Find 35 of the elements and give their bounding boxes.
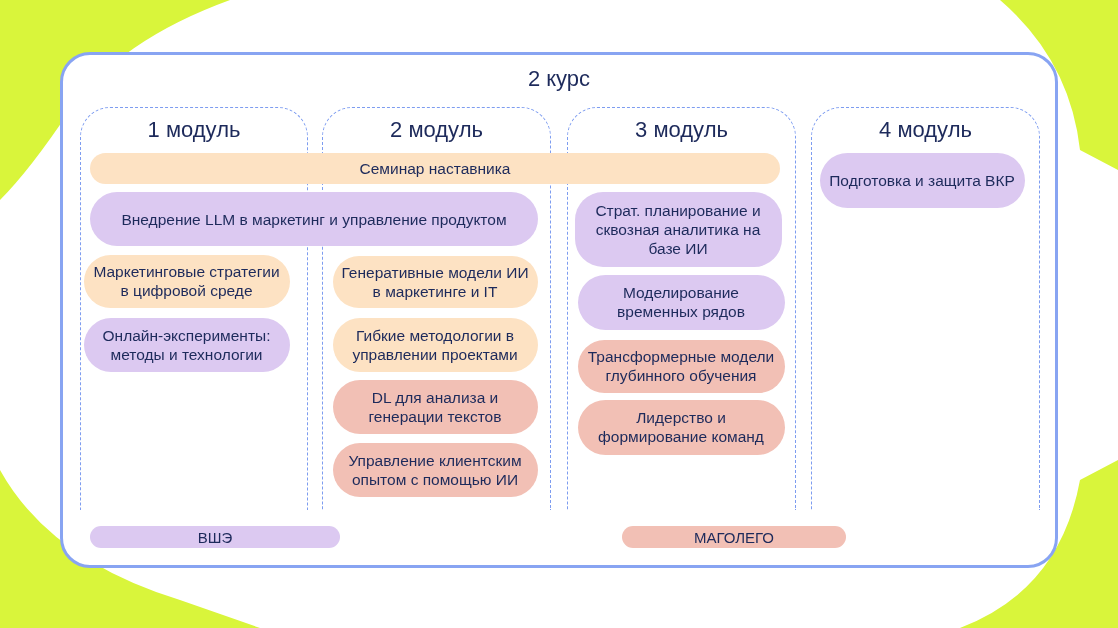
course-pill	[574, 191, 782, 267]
course-pill	[90, 192, 538, 246]
course-title: Гибкие методологии в управлении проектами	[351, 325, 519, 364]
course-pill	[577, 274, 785, 330]
module-heading: 2 модуль	[390, 117, 483, 142]
course-pill	[83, 254, 290, 308]
course-title: Управление клиентским опытом с помощью ИИ	[347, 450, 523, 489]
course-title: Семинар наставника	[359, 159, 511, 178]
course-heading: 2 курс	[527, 66, 591, 91]
course-title: Внедрение LLM в маркетинг и управление продуктом	[121, 209, 507, 229]
course-pill	[577, 399, 785, 455]
course-title: Трансформерные модели глубинного обучения	[586, 347, 776, 385]
course-pill	[332, 317, 538, 372]
course-pill	[332, 255, 538, 308]
course-title: Генеративные модели ИИ в маркетинге и IT	[340, 262, 530, 301]
module-heading: 1 модуль	[147, 117, 241, 142]
course-pill	[819, 152, 1025, 208]
course-pill	[332, 442, 538, 497]
course-frame	[60, 52, 1058, 568]
legend-label: МАГОЛЕГО	[693, 528, 775, 546]
course-title: Лидерство и формирование команд	[597, 408, 765, 446]
course-title: Подготовка и защита ВКР	[829, 170, 1015, 190]
course-title: Маркетинговые стратегии в цифровой среде	[92, 262, 281, 300]
course-pill	[90, 153, 780, 184]
course-pill	[83, 317, 290, 372]
course-title: Страт. планирование и сквозная аналитика на базе ИИ	[594, 200, 762, 258]
module-heading: 3 модуль	[635, 117, 728, 142]
module-column	[811, 107, 1040, 510]
course-pill	[577, 339, 785, 393]
course-pill	[332, 379, 538, 434]
course-title: Онлайн-эксперименты: методы и технологии	[101, 325, 272, 364]
course-title: DL для анализа и генерации текстов	[367, 387, 503, 426]
course-title: Моделирование временных рядов	[616, 283, 746, 321]
legend-label: ВШЭ	[197, 528, 233, 546]
module-heading: 4 модуль	[879, 117, 972, 142]
